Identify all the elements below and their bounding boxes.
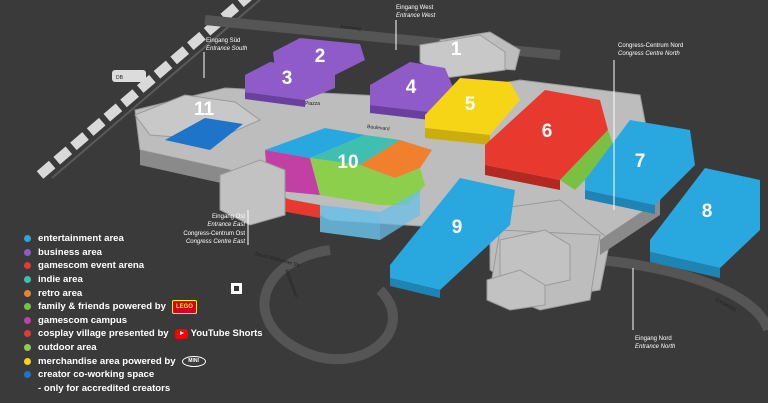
youtube-play-icon (174, 328, 188, 339)
entrance-west-de: Eingang West (396, 5, 434, 11)
hall-9[interactable]: 9 (390, 178, 515, 298)
parking-icon (231, 283, 242, 294)
building-shadows (140, 150, 660, 255)
legend-label: cosplay village presented by (38, 328, 169, 340)
legend-dot (24, 276, 31, 284)
legend-label: merchandise area powered by (38, 355, 176, 367)
entrance-east: Eingang Ost Entrance East Congress-Centr… (183, 214, 245, 245)
entrance-north-en: Entrance North (635, 344, 676, 350)
entrance-west: Eingang West Entrance West (396, 5, 436, 19)
hall-6[interactable]: 6 (485, 90, 615, 190)
legend-dot (24, 371, 31, 379)
legend-dot (24, 330, 31, 338)
entrance-pointers (203, 20, 634, 330)
legend-dot (24, 235, 31, 243)
hall-7-label: 7 (635, 151, 646, 172)
legend-item: cosplay village presented by YouTube Sho… (24, 327, 274, 341)
street-auenweg: Auenweg (340, 24, 362, 32)
legend-item: indie area (24, 273, 274, 287)
cc-north-en: Congress Centre North (618, 51, 680, 57)
youtube-shorts-text: YouTube Shorts (190, 328, 263, 340)
entrance-east-en: Entrance East (207, 222, 245, 228)
cc-east-de: Congress-Centrum Ost (183, 231, 245, 237)
hall-3-label: 3 (282, 68, 293, 89)
hall-9-label: 9 (452, 217, 463, 238)
legend-dot (24, 289, 31, 297)
hall-3[interactable]: 3 (245, 62, 335, 107)
railway-label: DB (116, 75, 124, 81)
cc-east-en: Congress Centre East (186, 239, 245, 245)
hall-10-label: 10 (337, 152, 358, 173)
hall-8-label: 8 (702, 201, 713, 222)
legend-label: creator co-working space (38, 369, 155, 381)
legend-item: merchandise area powered by MINI (24, 354, 274, 368)
hall-4-label: 4 (406, 77, 417, 98)
mini-logo: MINI (181, 355, 206, 367)
entrance-south-en: Entrance South (206, 46, 248, 52)
street-messekreisel: Messekreisel (283, 269, 299, 298)
legend-dot (24, 357, 31, 365)
legend-label: business area (38, 246, 102, 258)
legend-label: family & friends powered by (38, 301, 166, 313)
legend-item-note: - only for accredited creators (24, 382, 274, 396)
lego-logo: LEGO (171, 299, 197, 314)
legend-item: gamescom event arena (24, 259, 274, 273)
cc-north-de: Congress-Centrum Nord (618, 43, 683, 49)
entrance-north: Eingang Nord Entrance North (635, 336, 676, 350)
cc-north: Congress-Centrum Nord Congress Centre No… (618, 43, 683, 57)
legend-dot (24, 248, 31, 256)
street-piazza: Piazza (305, 101, 320, 107)
legend-item: entertainment area (24, 232, 274, 246)
legend-dot (24, 344, 31, 352)
hall-4[interactable]: 4 (370, 62, 455, 120)
legend-dot (24, 316, 31, 324)
entrance-south-de: Eingang Süd (206, 38, 240, 44)
hall-11-label: 11 (194, 99, 215, 120)
legend-item: business area (24, 246, 274, 260)
hall-8[interactable]: 8 (650, 168, 760, 278)
legend-label: gamescom campus (38, 314, 128, 326)
entrance-north-de: Eingang Nord (635, 336, 672, 342)
street-boulevard: Boulevard (367, 124, 390, 132)
legend-item: creator co-working space (24, 368, 274, 382)
lego-logo-text: LEGO (171, 299, 197, 314)
legend-label: - only for accredited creators (38, 382, 171, 394)
hall-1-label: 1 (451, 39, 462, 60)
legend-item: gamescom campus (24, 314, 274, 328)
hall-5-label: 5 (465, 94, 476, 115)
mini-logo-text: MINI (181, 355, 206, 367)
entrance-west-en: Entrance West (396, 13, 436, 19)
railway-station-icon: DB (112, 70, 146, 82)
legend-label: entertainment area (38, 233, 124, 245)
legend-item: outdoor area (24, 341, 274, 355)
legend-label: outdoor area (38, 342, 97, 354)
legend: entertainment area business area gamesco… (24, 232, 274, 395)
youtube-shorts-logo: YouTube Shorts (174, 328, 263, 340)
entrance-east-de: Eingang Ost (212, 214, 245, 220)
legend-item: retro area (24, 286, 274, 300)
legend-label: gamescom event arena (38, 260, 145, 272)
entrance-south: Eingang Süd Entrance South (206, 38, 248, 52)
congress-buildings (219, 159, 571, 311)
legend-dot (24, 303, 31, 311)
legend-label: retro area (38, 287, 83, 299)
hall-6-label: 6 (542, 121, 553, 142)
hall-11[interactable]: 11 (134, 94, 261, 150)
legend-dot (24, 262, 31, 270)
hall-2-label: 2 (315, 46, 326, 67)
hall-5[interactable]: 5 (425, 78, 520, 145)
hall-7[interactable]: 7 (585, 120, 695, 214)
legend-label: indie area (38, 274, 83, 286)
legend-item: family & friends powered by LEGO (24, 299, 274, 314)
hall-1[interactable]: 1 (419, 34, 506, 79)
